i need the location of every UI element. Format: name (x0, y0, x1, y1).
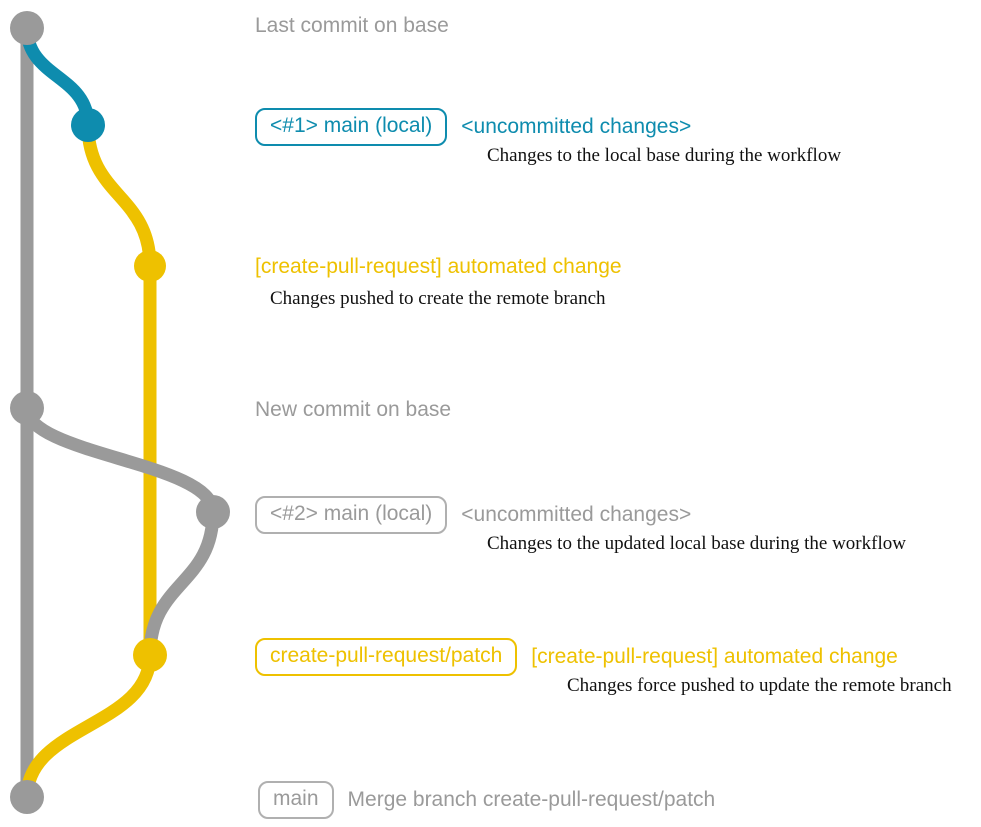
commit-node-local-1[interactable] (71, 108, 105, 142)
branch-label-main[interactable]: main (258, 781, 334, 820)
commit-node-patch-create[interactable] (134, 250, 166, 282)
annotation-force-pushed-update-remote-branch: Changes force pushed to update the remot… (567, 675, 952, 696)
commit-row-local-uncommitted-2: <#2> main (local) <uncommitted changes> (255, 496, 692, 535)
commit-row-patch-update: create-pull-request/patch [create-pull-r… (255, 638, 898, 677)
edge-patch-update-to-merge (20, 648, 157, 804)
commit-message-new-commit-on-base: New commit on base (255, 398, 452, 421)
commit-row-merge: main Merge branch create-pull-request/pa… (258, 781, 716, 820)
edge-basenew-to-local2 (20, 401, 220, 519)
commit-node-base-new[interactable] (10, 391, 44, 425)
annotation-pushed-create-remote-branch: Changes pushed to create the remote bran… (270, 288, 606, 309)
commit-node-patch-update[interactable] (133, 638, 167, 672)
branch-label-main-local-1[interactable]: <#1> main (local) (255, 108, 448, 147)
commit-node-base-merge[interactable] (10, 780, 44, 814)
commit-message-automated-change-create: [create-pull-request] automated change (255, 255, 622, 278)
branch-label-main-local-2[interactable]: <#2> main (local) (255, 496, 448, 535)
commit-node-local-2[interactable] (196, 495, 230, 529)
commit-message-uncommitted-changes-2: <uncommitted changes> (461, 503, 692, 526)
commit-message-merge-branch: Merge branch create-pull-request/patch (347, 788, 716, 811)
commit-node-base-last[interactable] (10, 11, 44, 45)
commit-message-uncommitted-changes-1: <uncommitted changes> (461, 115, 692, 138)
annotation-local-changes-2: Changes to the updated local base during… (487, 533, 906, 554)
commit-row-local-uncommitted-1: <#1> main (local) <uncommitted changes> (255, 108, 692, 147)
edge-local2-to-patch-update (143, 505, 220, 662)
edge-base-to-local1 (20, 21, 95, 132)
branch-label-create-pull-request-patch[interactable]: create-pull-request/patch (255, 638, 518, 677)
edge-local1-to-patch-create (81, 118, 157, 273)
commit-message-last-commit-on-base: Last commit on base (255, 14, 449, 37)
commit-message-automated-change-update: [create-pull-request] automated change (531, 645, 898, 668)
annotation-local-changes-1: Changes to the local base during the wor… (487, 145, 842, 166)
